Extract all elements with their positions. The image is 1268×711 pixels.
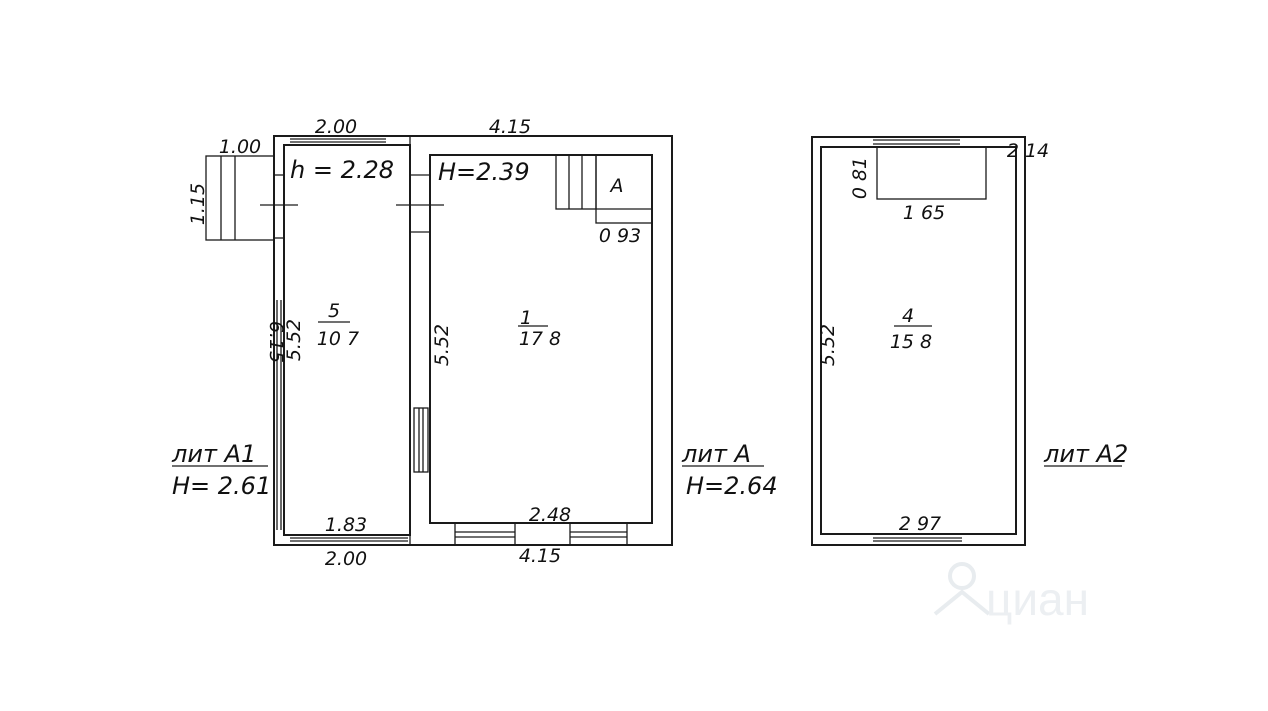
room-4-number: 4 bbox=[902, 305, 914, 327]
porch bbox=[205, 155, 275, 241]
dim-a1-bottom-inner: 1.83 bbox=[325, 514, 367, 536]
dim-a2-corner: 2 14 bbox=[1007, 140, 1049, 162]
building-lit-a2 bbox=[811, 136, 1026, 546]
dim-a2-box-depth: 0 81 bbox=[849, 157, 871, 199]
lit-a-height: H=2.64 bbox=[686, 472, 778, 500]
dim-a1-bottom-outer: 2.00 bbox=[325, 548, 367, 570]
window-a2-top bbox=[873, 139, 960, 145]
a2-outer-wall bbox=[811, 136, 1026, 546]
dim-porch-depth: 1.15 bbox=[187, 183, 209, 225]
dim-porch-width: 1.00 bbox=[219, 136, 261, 158]
door-a1-entrance bbox=[260, 174, 298, 239]
lit-a1-label: лит А1 bbox=[171, 440, 256, 468]
watermark: циан bbox=[933, 562, 1089, 625]
lit-a-label: лит А bbox=[681, 440, 751, 468]
door-a1-to-a bbox=[396, 174, 444, 233]
dim-a-bottom-outer: 4.15 bbox=[519, 545, 561, 567]
room-1-ceiling: H=2.39 bbox=[438, 158, 530, 186]
room-5-area: 10 7 bbox=[317, 328, 359, 350]
window-a-bottom bbox=[454, 522, 628, 546]
dim-a1-top: 2.00 bbox=[315, 116, 357, 138]
room-1-area: 17 8 bbox=[519, 328, 561, 350]
a2-box bbox=[876, 146, 987, 200]
room-5-number: 5 bbox=[328, 300, 340, 322]
watermark-text: циан bbox=[986, 573, 1089, 625]
window-a1-top bbox=[290, 138, 386, 143]
window-a1-bottom bbox=[290, 537, 408, 542]
dim-stove: 0 93 bbox=[599, 225, 641, 247]
dim-a1-inner-height: 5.52 bbox=[283, 319, 305, 361]
dim-a-bottom-inner: 2.48 bbox=[529, 504, 571, 526]
wall-vent-a bbox=[413, 407, 429, 473]
lit-a1-height: H= 2.61 bbox=[172, 472, 271, 500]
dim-a-top: 4.15 bbox=[489, 116, 531, 138]
room-4-area: 15 8 bbox=[890, 331, 932, 353]
stove-marker: А bbox=[609, 175, 624, 197]
dim-a2-inner-height: 5.52 bbox=[817, 324, 839, 366]
window-a1-left bbox=[276, 300, 282, 530]
dim-a-inner-height: 5.52 bbox=[431, 324, 453, 366]
window-a2-bottom bbox=[873, 537, 962, 542]
stove bbox=[595, 154, 653, 224]
lit-a2-label: лит А2 bbox=[1043, 440, 1128, 468]
room-5-outline bbox=[283, 144, 411, 536]
room-5-ceiling: h = 2.28 bbox=[290, 156, 394, 184]
dim-a1-outer-height: 6.15 bbox=[265, 321, 287, 363]
dim-a2-bottom: 2 97 bbox=[899, 513, 941, 535]
watermark-pin-icon bbox=[933, 562, 991, 616]
room-1-number: 1 bbox=[520, 307, 532, 329]
stairs bbox=[555, 154, 597, 210]
dim-a2-box-width: 1 65 bbox=[903, 202, 945, 224]
